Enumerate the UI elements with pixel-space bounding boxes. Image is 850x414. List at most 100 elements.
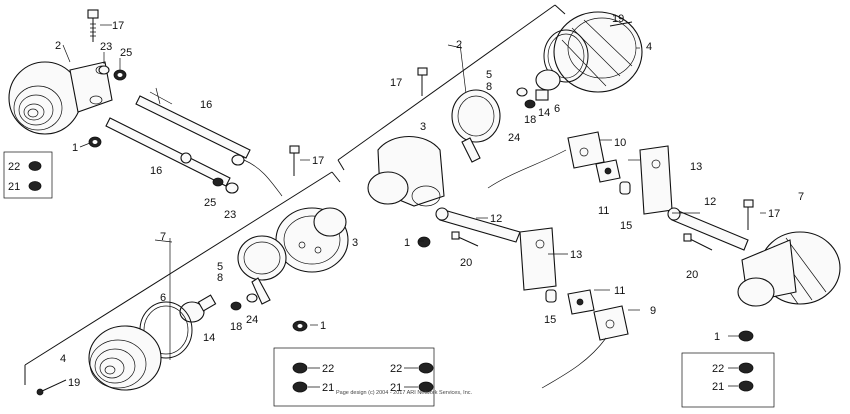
callout: 11 [614,285,625,297]
callout: 14 [538,107,550,119]
nut-1-left [88,136,102,148]
callout: 1 [404,237,410,249]
box-callout: 21 [8,181,20,193]
callout: 5 [486,69,492,81]
callout: 16 [200,99,212,111]
callout: 13 [570,249,582,261]
nut-18-left [230,301,242,311]
bracket-9 [593,305,629,341]
callout: 8 [217,272,223,284]
callout: 4 [60,353,66,365]
callout: 16 [150,165,162,177]
callout: 9 [650,305,656,317]
nut-1-lower [292,320,308,332]
box-center-labels: 22 21 22 21 [308,363,418,394]
stay-12-right [667,207,749,251]
callout: 6 [554,103,560,115]
bulb-14-left [179,294,217,323]
collar-15-lower [545,289,557,303]
nut-25-mid [212,177,224,187]
callout: 13 [690,161,702,173]
box-callout: 22 [390,363,402,375]
left-socket-5 [237,235,287,305]
stay-rod-16-upper [135,87,251,159]
box-callout: 22 [712,363,724,375]
stay-12-center [435,207,521,243]
box-left-nuts [28,161,42,191]
copyright-watermark: Page design (c) 2004 - 2017 ARI Network … [336,390,473,396]
screw-19-left [36,379,67,396]
box-callout: 22 [8,161,20,173]
box-callout: 22 [322,363,334,375]
washer-23-mid [225,182,239,194]
bolt-17-mid [289,145,300,176]
callout: 4 [646,41,652,53]
callout: 17 [312,155,324,167]
grommet-11-upper [595,159,621,183]
stay-rod-16-lower [105,117,245,187]
box-callout: 21 [712,381,724,393]
box-center-nuts [292,362,434,393]
assembly-outlines [24,4,566,385]
callout: 3 [420,121,426,133]
callout-numbers: 17 2 23 25 16 16 1 17 25 23 7 5 8 3 6 14… [55,13,804,389]
lens-4-left [88,325,162,391]
bolt-20-center [451,231,479,247]
bolt-20-right [683,233,713,251]
callout: 25 [204,197,216,209]
callout: 17 [768,208,780,220]
callout: 7 [798,191,804,203]
callout: 3 [352,237,358,249]
bulb-14-right [535,69,561,101]
nut-25-top [113,69,127,81]
callout: 5 [217,261,223,273]
box-callout: 21 [322,382,334,394]
callout: 2 [55,40,61,52]
callout: 6 [160,292,166,304]
nut-18-right [524,99,536,109]
callout: 14 [203,332,215,344]
callout: 12 [490,213,502,225]
callout: 25 [120,47,132,59]
callout: 8 [486,81,492,93]
callout: 12 [704,196,716,208]
callout: 17 [112,20,124,32]
bracket-13-upper [639,145,673,215]
callout: 19 [68,377,80,389]
harness-wire-upper [487,149,567,189]
callout: 15 [620,220,632,232]
left-upper-lamp [8,61,113,135]
box-right-labels: 1 22 21 [712,331,738,393]
right-lower-lamp-7 [737,231,841,307]
bolt-17-right-top [417,67,428,96]
grommet-11-lower [567,289,595,315]
washer-23-top [98,65,110,75]
nut-1-center [417,236,431,248]
box-callout: 1 [714,331,720,343]
callout: 11 [598,205,609,217]
leader-lines [62,24,766,337]
callout: 17 [390,77,402,89]
callout: 24 [508,132,520,144]
callout: 7 [160,231,166,243]
callout: 20 [686,269,698,281]
callout: 18 [524,114,536,126]
callout: 18 [230,321,242,333]
screw-19-right [609,21,633,27]
callout: 1 [72,142,78,154]
washer-24-right [516,87,528,97]
collar-15-upper [619,181,631,195]
callout: 1 [320,320,326,332]
bolt-17-far-right [743,199,754,230]
right-housing-3 [367,136,445,207]
callout: 15 [544,314,556,326]
box-left-labels: 22 21 [8,161,20,193]
gasket-6-right [543,29,589,83]
lens-4-right [553,11,643,93]
callout: 10 [614,137,626,149]
callout: 19 [612,13,624,25]
parts-box-frames [3,151,775,408]
washer-24-left [246,293,258,303]
bracket-13-lower [519,227,557,291]
